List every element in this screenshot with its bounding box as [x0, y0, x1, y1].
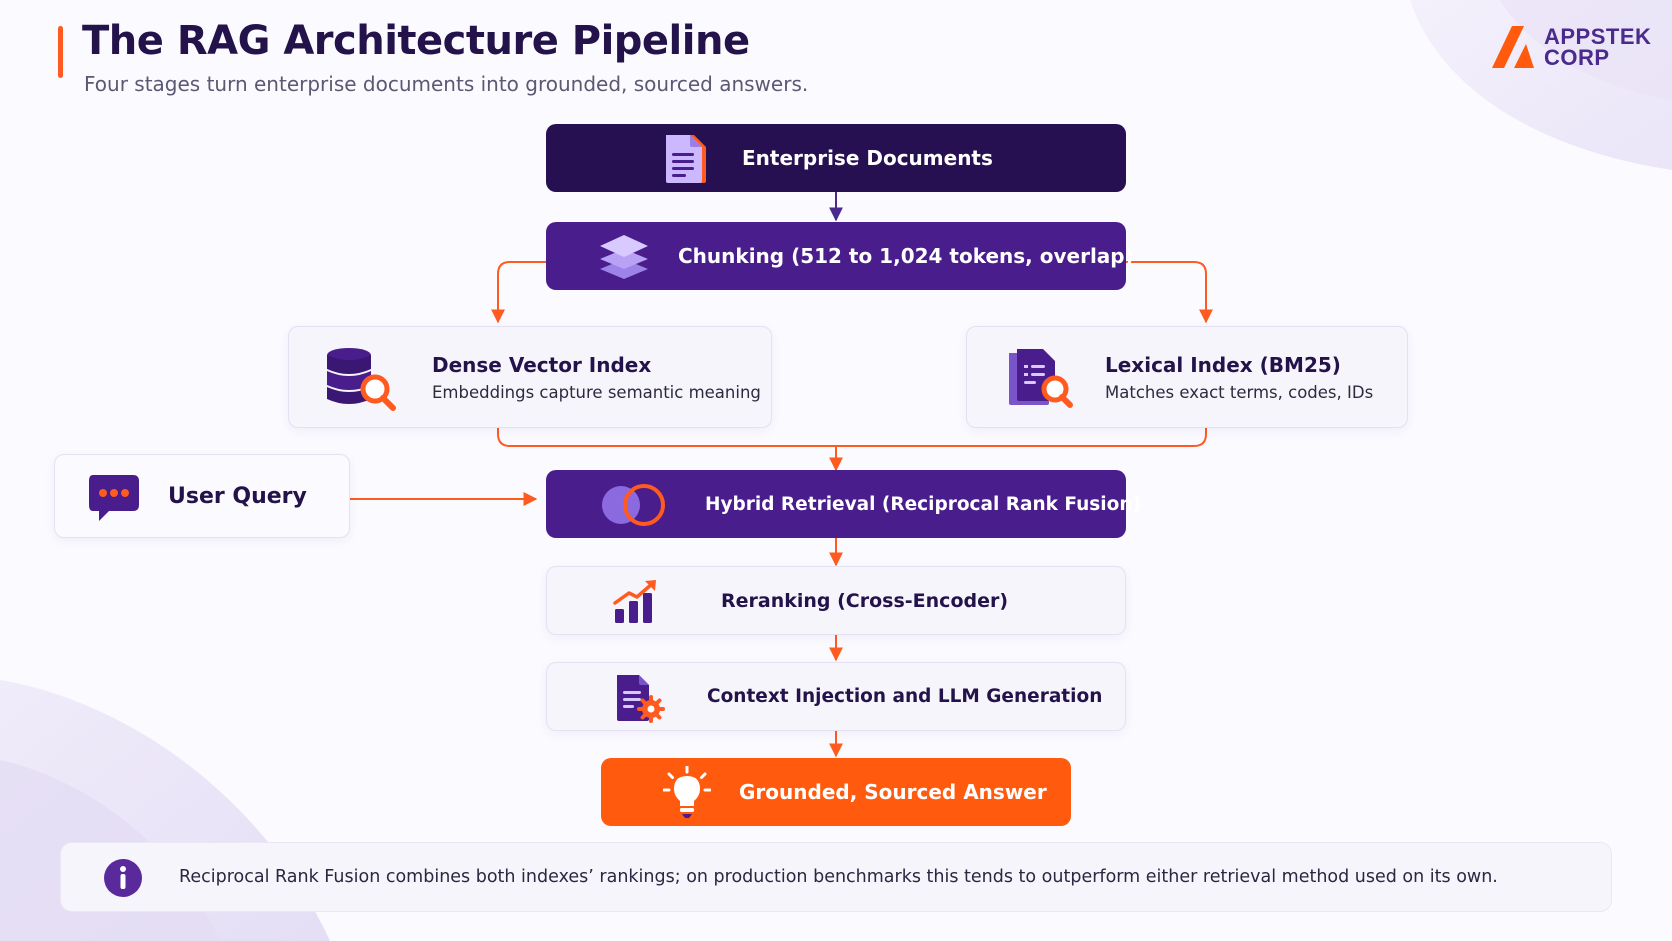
lightbulb-icon: [663, 766, 711, 818]
node-hybrid-retrieval: Hybrid Retrieval (Reciprocal Rank Fusion…: [546, 470, 1141, 538]
node-user-query: User Query: [54, 454, 350, 538]
info-note: Reciprocal Rank Fusion combines both ind…: [60, 842, 1612, 912]
brand-name-line1: APPSTEK: [1544, 24, 1652, 49]
connector-dense-merge: [497, 428, 1207, 447]
fusion-circles-icon: [602, 484, 665, 526]
node-chunking-label: Chunking (512 to 1,024 tokens, overlap): [678, 244, 1134, 268]
document-search-icon: [1009, 349, 1073, 408]
node-chunking: Chunking (512 to 1,024 tokens, overlap): [546, 222, 1134, 290]
brand-mark-icon: [1492, 26, 1534, 68]
title-accent-bar: [58, 26, 63, 78]
node-answer-label: Grounded, Sourced Answer: [739, 780, 1047, 804]
node-context-label: Context Injection and LLM Generation: [707, 686, 1103, 707]
info-icon: [104, 859, 142, 897]
node-lexical-index: Lexical Index (BM25) Matches exact terms…: [966, 326, 1408, 428]
page-title: The RAG Architecture Pipeline: [82, 18, 750, 64]
node-context-injection: Context Injection and LLM Generation: [546, 662, 1126, 731]
info-note-text: Reciprocal Rank Fusion combines both ind…: [179, 867, 1498, 887]
database-search-icon: [327, 348, 396, 411]
node-lexical-desc: Matches exact terms, codes, IDs: [1105, 382, 1374, 402]
brand-name-line2: CORP: [1544, 45, 1610, 70]
node-enterprise-documents-label: Enterprise Documents: [742, 146, 993, 170]
node-grounded-answer: Grounded, Sourced Answer: [601, 758, 1071, 826]
arrow-chunking-to-dense: [491, 261, 546, 324]
layers-icon: [600, 235, 648, 279]
node-reranking-label: Reranking (Cross-Encoder): [721, 589, 1009, 612]
node-enterprise-documents: Enterprise Documents: [546, 124, 1126, 192]
node-reranking: Reranking (Cross-Encoder): [546, 566, 1126, 635]
arrow-chunking-to-lexical: [1126, 261, 1213, 324]
document-gear-icon: [617, 675, 665, 723]
brand-logo: APPSTEK CORP: [1492, 24, 1652, 70]
chat-bubble-icon: [89, 475, 139, 521]
page-subtitle: Four stages turn enterprise documents in…: [84, 72, 809, 96]
node-lexical-label: Lexical Index (BM25): [1105, 352, 1341, 377]
node-dense-vector-index: Dense Vector Index Embeddings capture se…: [288, 326, 772, 428]
node-hybrid-label: Hybrid Retrieval (Reciprocal Rank Fusion…: [705, 493, 1141, 515]
node-user-query-label: User Query: [168, 483, 307, 509]
node-dense-desc: Embeddings capture semantic meaning: [432, 382, 761, 402]
chart-growth-icon: [613, 580, 656, 623]
node-dense-label: Dense Vector Index: [432, 352, 652, 377]
document-icon: [666, 135, 706, 183]
